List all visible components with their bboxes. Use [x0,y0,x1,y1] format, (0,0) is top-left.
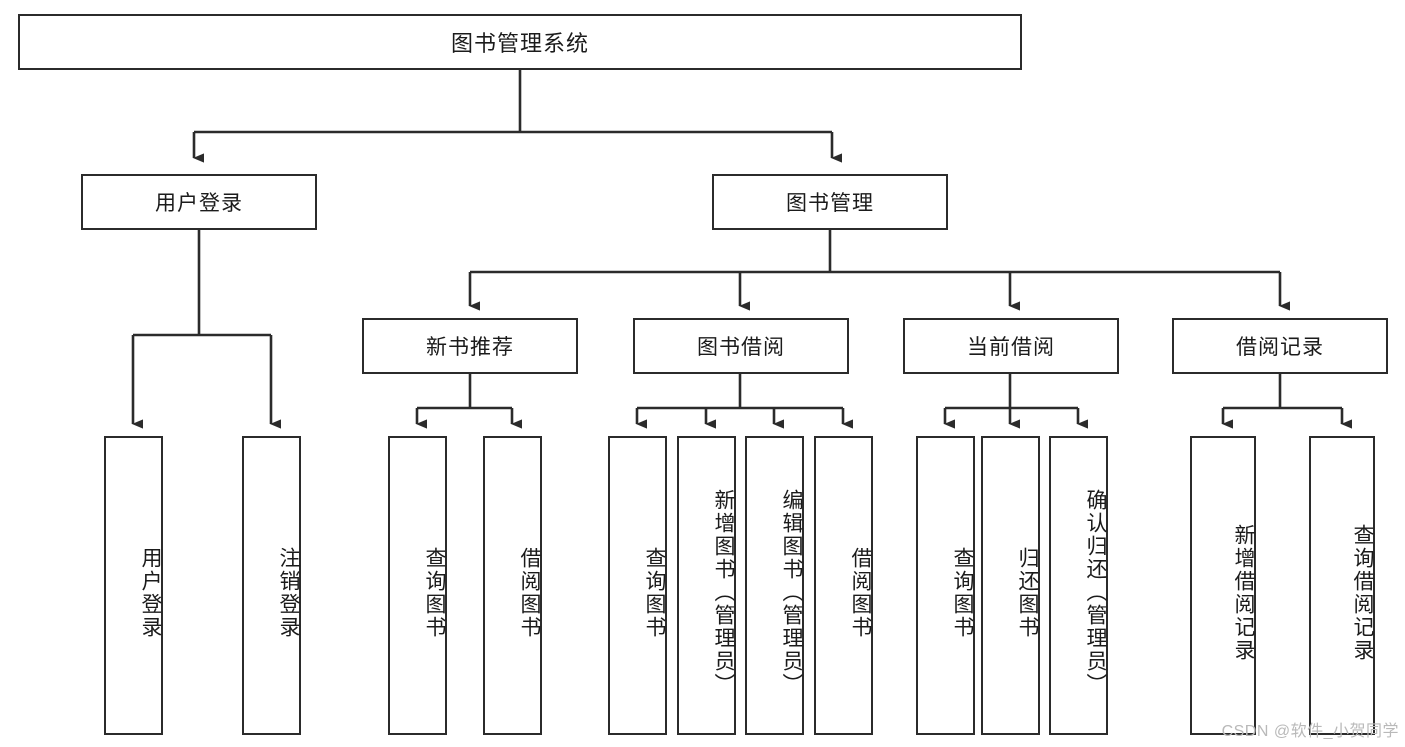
node-label: 查询图书 [643,546,666,639]
node-label: 借阅图书 [518,546,541,639]
leaf-record-query-borrow-record[interactable]: 查询借阅记录 [1309,436,1375,735]
node-root-book-management-system[interactable]: 图书管理系统 [18,14,1022,70]
leaf-user-login-signin[interactable]: 用户登录 [104,436,163,735]
node-label: 新增借阅记录 [1232,523,1255,662]
leaf-current-confirm-return-admin[interactable]: 确认归还（管理员） [1049,436,1108,735]
leaf-borrow-borrow-book[interactable]: 借阅图书 [814,436,873,735]
leaf-borrow-query-book[interactable]: 查询图书 [608,436,667,735]
node-new-book-recommend[interactable]: 新书推荐 [362,318,578,374]
node-label: 注销登录 [277,546,300,639]
leaf-user-login-signout[interactable]: 注销登录 [242,436,301,735]
node-label: 当前借阅 [967,336,1055,359]
leaf-recommend-borrow-book[interactable]: 借阅图书 [483,436,542,735]
leaf-current-query-book[interactable]: 查询图书 [916,436,975,735]
node-label: 新增图书（管理员） [712,489,735,696]
leaf-record-add-borrow-record[interactable]: 新增借阅记录 [1190,436,1256,735]
node-label: 查询图书 [951,546,974,639]
leaf-borrow-add-book-admin[interactable]: 新增图书（管理员） [677,436,736,735]
node-label: 用户登录 [139,546,162,639]
node-label: 用户登录 [155,192,243,215]
node-user-login[interactable]: 用户登录 [81,174,317,230]
node-label: 归还图书 [1016,546,1039,639]
node-current-borrow[interactable]: 当前借阅 [903,318,1119,374]
node-label: 确认归还（管理员） [1084,489,1107,696]
node-label: 借阅记录 [1236,336,1324,359]
leaf-recommend-query-book[interactable]: 查询图书 [388,436,447,735]
node-label: 图书借阅 [697,336,785,359]
node-label: 查询借阅记录 [1351,523,1374,662]
node-label: 图书管理 [786,192,874,215]
node-label: 编辑图书（管理员） [780,489,803,696]
node-label: 新书推荐 [426,336,514,359]
node-label: 图书管理系统 [450,31,589,56]
leaf-current-return-book[interactable]: 归还图书 [981,436,1040,735]
node-book-management[interactable]: 图书管理 [712,174,948,230]
node-label: 借阅图书 [849,546,872,639]
leaf-borrow-edit-book-admin[interactable]: 编辑图书（管理员） [745,436,804,735]
watermark: CSDN @软件_小贺同学 [1221,723,1399,740]
node-borrow-record[interactable]: 借阅记录 [1172,318,1388,374]
node-label: 查询图书 [423,546,446,639]
node-book-borrow[interactable]: 图书借阅 [633,318,849,374]
